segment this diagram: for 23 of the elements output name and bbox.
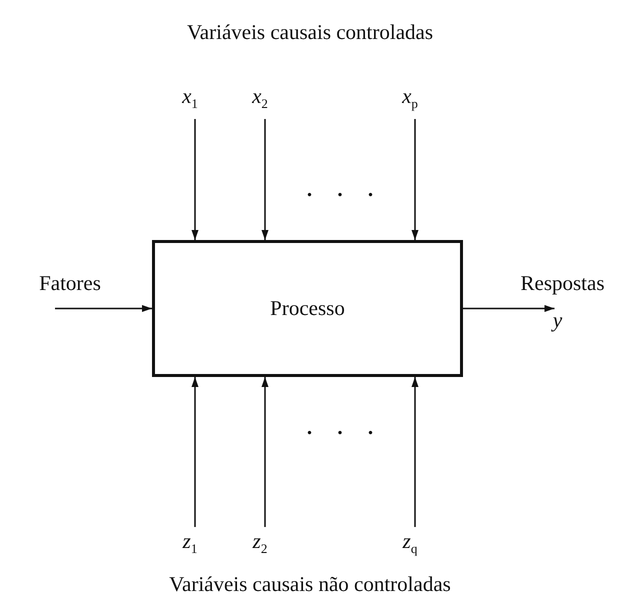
variable-label: x$_{2}$: [250, 85, 269, 112]
arrow: [262, 377, 268, 527]
arrow: [463, 305, 554, 312]
process-label: Processo: [270, 296, 345, 320]
variable-label: x$_{1}$: [180, 85, 199, 112]
group-label: Variáveis causais não controladas: [169, 572, 451, 597]
process-box: [152, 240, 463, 377]
arrow: [55, 305, 152, 312]
node-label: Respostas: [520, 272, 606, 296]
variable-label: x$_{p}$: [400, 85, 419, 112]
node-label: Fatores: [38, 272, 102, 296]
variable-label: z$_{1}$: [182, 530, 198, 556]
ellipsis: . . .: [306, 415, 384, 440]
arrow: [192, 377, 198, 527]
arrow: [412, 377, 418, 527]
ellipsis: . . .: [306, 177, 384, 202]
arrow: [412, 119, 418, 240]
variable-label: z$_{q}$: [402, 530, 418, 556]
arrow: [262, 119, 268, 240]
group-label: Variáveis causais controladas: [186, 20, 434, 45]
variable-label: y: [550, 309, 564, 332]
arrow: [192, 119, 198, 240]
variable-label: z$_{2}$: [252, 530, 268, 556]
